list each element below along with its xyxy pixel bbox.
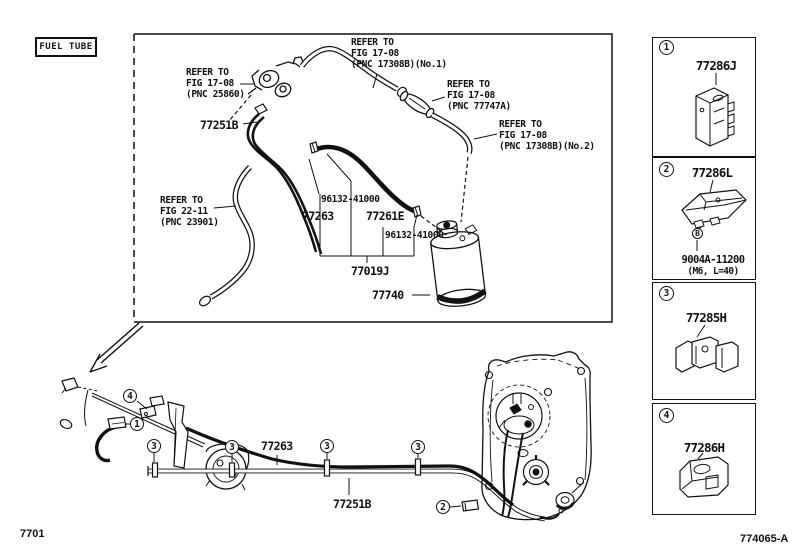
canister-77740-art [430, 220, 487, 307]
part-label-77263-lower[interactable]: 77263 [261, 439, 293, 453]
overview-arrow [89, 322, 144, 373]
legend-part-77286l[interactable]: 77286L [691, 165, 733, 180]
part-label-96132-41000-a[interactable]: 96132-41000 [321, 194, 380, 205]
part-label-77019j[interactable]: 77019J [351, 264, 390, 278]
legend-part-77286h[interactable]: 77286H [683, 440, 725, 455]
legend-bolt-spec: (M6, L=40) [687, 266, 739, 277]
legend-cell-4[interactable] [652, 403, 756, 515]
legend-part-77286j[interactable]: 77286J [695, 58, 737, 73]
fuel-filter-art [399, 90, 435, 119]
callout-3d[interactable]: 3 [411, 440, 425, 454]
part-label-96132-41000-b[interactable]: 96132-41000 [385, 230, 444, 241]
legend-callout-4[interactable]: 4 [659, 408, 674, 423]
callout-3b[interactable]: 3 [225, 440, 239, 454]
bolt-marker-b: B [692, 228, 703, 239]
part-label-77263[interactable]: 77263 [302, 209, 334, 223]
label-leader-lines [213, 73, 498, 296]
refer-note-pnc-25860[interactable]: REFER TO FIG 17-08 (PNC 25860) [186, 67, 245, 100]
callout-3c[interactable]: 3 [320, 439, 334, 453]
part-label-77251b-lower[interactable]: 77251B [333, 497, 372, 511]
part-label-77740[interactable]: 77740 [372, 288, 404, 302]
legend-part-77285h[interactable]: 77285H [685, 310, 727, 325]
fuel-tube-77251b-art [246, 103, 323, 255]
figure-code: 7701 [20, 528, 45, 540]
refer-note-pnc-23901[interactable]: REFER TO FIG 22-11 (PNC 23901) [160, 195, 219, 228]
fuel-tank-art [481, 351, 592, 521]
legend-part-art-77285h [675, 336, 739, 373]
main-box-frame [133, 33, 613, 323]
callout-4[interactable]: 4 [123, 389, 137, 403]
legend-part-art-77286l [681, 189, 747, 229]
legend-callout-1[interactable]: 1 [659, 40, 674, 55]
page-title: FUEL TUBE [35, 37, 97, 57]
legend-part-art-77286j [695, 87, 735, 147]
legend-bolt-part-9004a[interactable]: 9004A-11200 [681, 254, 746, 266]
refer-note-pnc-77747a[interactable]: REFER TO FIG 17-08 (PNC 77747A) [447, 79, 511, 112]
callout-2[interactable]: 2 [436, 500, 450, 514]
legend-part-art-77286h [679, 456, 729, 498]
part-label-77251b[interactable]: 77251B [200, 118, 239, 132]
part-label-77261e[interactable]: 77261E [366, 209, 405, 223]
drawing-code: 774065-A [740, 533, 789, 545]
callout-1[interactable]: 1 [130, 417, 144, 431]
refer-note-pnc-17308b-no2[interactable]: REFER TO FIG 17-08 (PNC 17308B)(No.2) [499, 119, 595, 152]
legend-callout-2[interactable]: 2 [659, 162, 674, 177]
refer-note-pnc-17308b-no1[interactable]: REFER TO FIG 17-08 (PNC 17308B)(No.1) [351, 37, 447, 70]
hose-23901-art [198, 165, 255, 307]
pressure-regulator-art [228, 56, 304, 122]
legend-cell-3[interactable] [652, 282, 756, 400]
legend-cell-1[interactable] [652, 37, 756, 157]
callout-3a[interactable]: 3 [147, 439, 161, 453]
canister-fuel-hose-art [309, 141, 422, 218]
legend-cell-2[interactable] [652, 157, 756, 280]
canister-vent-hose-art [420, 112, 473, 238]
legend-callout-3[interactable]: 3 [659, 286, 674, 301]
